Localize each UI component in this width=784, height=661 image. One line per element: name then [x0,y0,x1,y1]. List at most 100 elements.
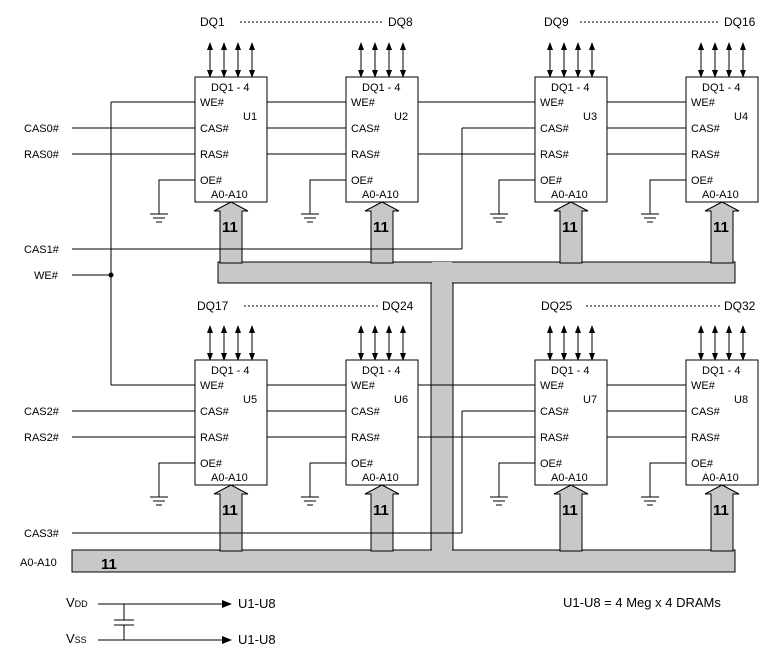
dq-arrow-icon [726,70,732,78]
dq-arrow-icon [249,70,255,78]
ground-icon [150,496,168,506]
dq-arrow-icon [221,353,227,361]
dq-arrow-icon [698,70,704,78]
signal-address: A0-A10 [20,557,57,569]
pin-dq: DQ1 - 4 [362,82,401,94]
chip-body [194,76,268,203]
dq-arrow-icon [726,42,732,50]
dq-arrow-icon [561,353,567,361]
pin-oe: OE# [200,175,223,187]
address-bus [71,261,736,573]
pin-addr: A0-A10 [362,472,399,484]
chip-body [194,359,268,486]
dq-arrow-icon [235,353,241,361]
chip-id: U5 [243,394,257,406]
pin-dq: DQ1 - 4 [211,82,250,94]
pin-dq: DQ1 - 4 [551,365,590,377]
dq-arrow-icon [249,42,255,50]
pin-we: WE# [200,97,225,109]
bus-arrow [213,201,249,264]
dq-arrow-icon [575,325,581,333]
pin-ras: RAS# [200,432,230,444]
control-wiring [72,101,686,534]
chip-id: U8 [734,394,748,406]
dq-arrow-icon [698,325,704,333]
pin-we: WE# [540,97,565,109]
chip-body [534,359,608,486]
pin-cas: CAS# [691,406,721,418]
pin-oe: OE# [691,175,714,187]
dq-arrow-icon [712,325,718,333]
dq-arrow-icon [575,70,581,78]
pin-we: WE# [351,380,376,392]
pin-addr: A0-A10 [551,472,588,484]
dq-arrow-icon [726,325,732,333]
group-top-right-last: DQ16 [724,15,756,29]
power-section: VDD U1-U8 VSS U1-U8 U1-U8 = 4 Meg x 4 DR… [66,595,721,647]
signal-ras0: RAS0# [24,149,60,161]
dq-arrow-icon [386,42,392,50]
dq-arrow-icon [358,70,364,78]
chip-id: U4 [734,111,748,123]
dq-arrow-icon [589,325,595,333]
dq-arrow-icon [221,70,227,78]
bus-arrow [364,484,400,552]
group-top-left-first: DQ1 [200,15,225,29]
main-bus-width: 11 [101,556,117,573]
vss-target: U1-U8 [238,632,276,647]
pin-cas: CAS# [351,123,381,135]
signal-cas0: CAS0# [24,123,60,135]
dq-arrow-icon [698,42,704,50]
we-junction-dot [108,272,114,278]
dq-arrow-icon [561,325,567,333]
dq-arrow-icon [372,42,378,50]
dq-arrow-icon [740,325,746,333]
dq-arrow-icon [358,42,364,50]
dq-arrow-icon [726,353,732,361]
group-bottom-right-last: DQ32 [724,299,756,313]
chip-body [345,76,419,203]
dq-arrow-icon [207,353,213,361]
dq-arrow-icon [207,42,213,50]
dq-arrow-icon [235,325,241,333]
bus-width-label: 11 [373,219,389,236]
pin-ras: RAS# [351,149,381,161]
ground-icon [150,213,168,223]
dq-arrow-icon [575,42,581,50]
pin-ras: RAS# [351,432,381,444]
dq-arrow-icon [207,325,213,333]
pin-oe: OE# [540,175,563,187]
bus-arrow [364,201,400,264]
group-bottom-right-first: DQ25 [541,299,573,313]
dq-arrow-icon [400,325,406,333]
chip-id: U6 [394,394,408,406]
pin-dq: DQ1 - 4 [551,82,590,94]
signal-cas3: CAS3# [24,528,60,540]
pin-oe: OE# [351,458,374,470]
bus-width-label: 11 [713,219,729,236]
dq-arrow-icon [575,353,581,361]
pin-cas: CAS# [351,406,381,418]
group-bottom-left-last: DQ24 [382,299,414,313]
dq-arrow-icon [547,42,553,50]
pin-ras: RAS# [200,149,230,161]
dq-arrow-icon [589,353,595,361]
dq-arrow-icon [740,70,746,78]
dq-arrow-icon [249,353,255,361]
dram-note: U1-U8 = 4 Meg x 4 DRAMs [563,595,721,610]
chip-body [685,359,759,486]
dq-arrow-icon [249,325,255,333]
dq-arrow-icon [221,42,227,50]
dq-arrow-icon [372,70,378,78]
dq-arrow-icon [547,70,553,78]
pin-ras: RAS# [691,149,721,161]
vss-label: VSS [66,631,87,646]
bus-width-label: 11 [562,502,578,519]
